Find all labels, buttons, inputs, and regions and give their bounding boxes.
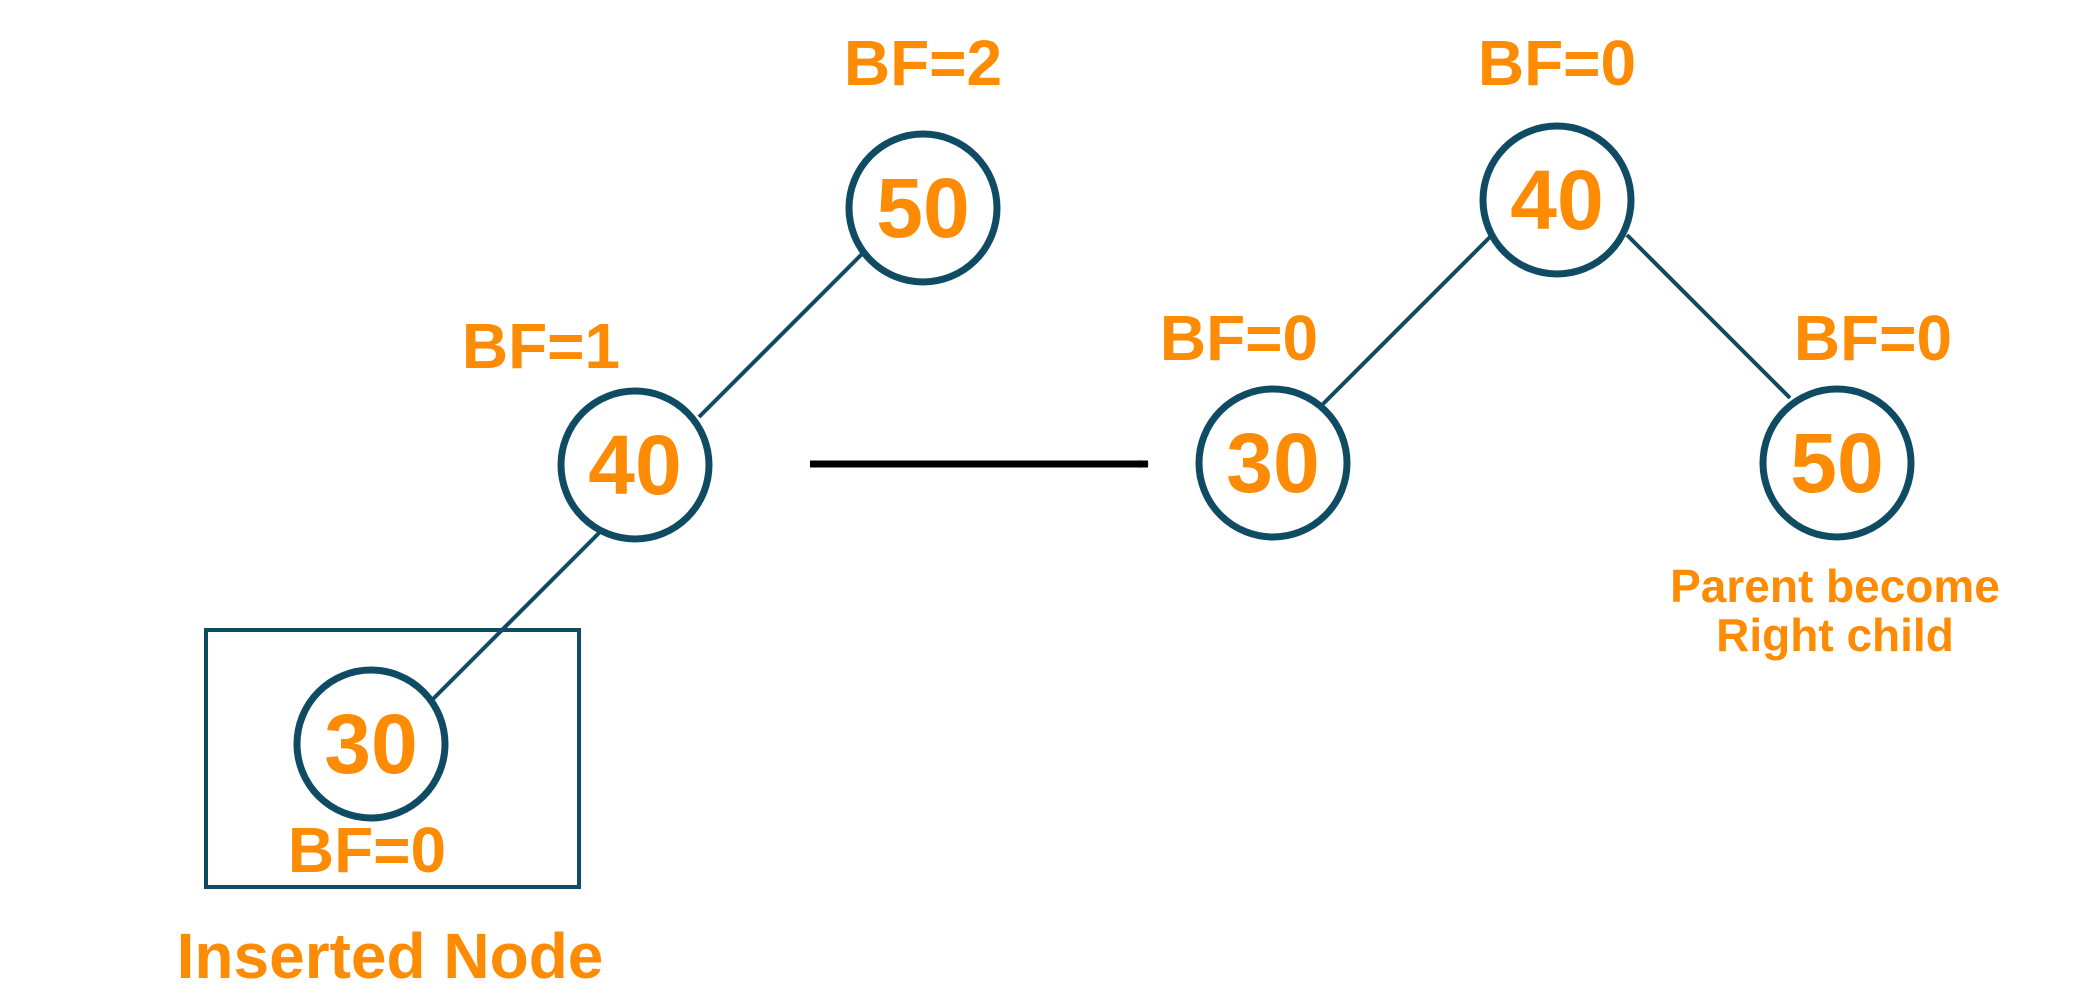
node-50-before-bf: BF=2 (844, 27, 1002, 99)
parent-caption-line2: Right child (1716, 609, 1954, 661)
node-30-before: 30 (293, 666, 449, 822)
node-50-after: 50 (1759, 385, 1915, 541)
edge-50-40 (697, 252, 864, 419)
inserted-node-caption: Inserted Node (177, 920, 604, 992)
node-40-before: 40 (557, 387, 713, 543)
edge-40-50-after (1625, 233, 1792, 400)
node-30-after: 30 (1195, 385, 1351, 541)
node-40-after-value: 40 (1510, 153, 1603, 247)
node-40-after: 40 (1479, 122, 1635, 278)
before-tree: 50 BF=2 40 BF=1 30 BF=0 Inserted Node (177, 27, 1003, 992)
after-tree: 40 BF=0 30 BF=0 50 BF=0 Parent become Ri… (1160, 27, 2000, 661)
node-30-before-bf: BF=0 (288, 814, 446, 886)
node-30-after-bf: BF=0 (1160, 302, 1318, 374)
inserted-node-box (204, 628, 581, 889)
edge-40-30-after (1321, 234, 1493, 406)
node-50-after-bf: BF=0 (1794, 302, 1952, 374)
node-30-after-value: 30 (1226, 416, 1319, 510)
node-50-after-value: 50 (1790, 416, 1883, 510)
node-50-before-value: 50 (876, 161, 969, 255)
node-40-before-bf: BF=1 (462, 310, 620, 382)
parent-caption-line1: Parent become (1670, 560, 2000, 612)
node-30-before-value: 30 (324, 697, 417, 791)
node-50-before: 50 (845, 130, 1001, 286)
node-40-after-bf: BF=0 (1478, 27, 1636, 99)
node-40-before-value: 40 (588, 418, 681, 512)
edge-40-30 (431, 530, 602, 701)
